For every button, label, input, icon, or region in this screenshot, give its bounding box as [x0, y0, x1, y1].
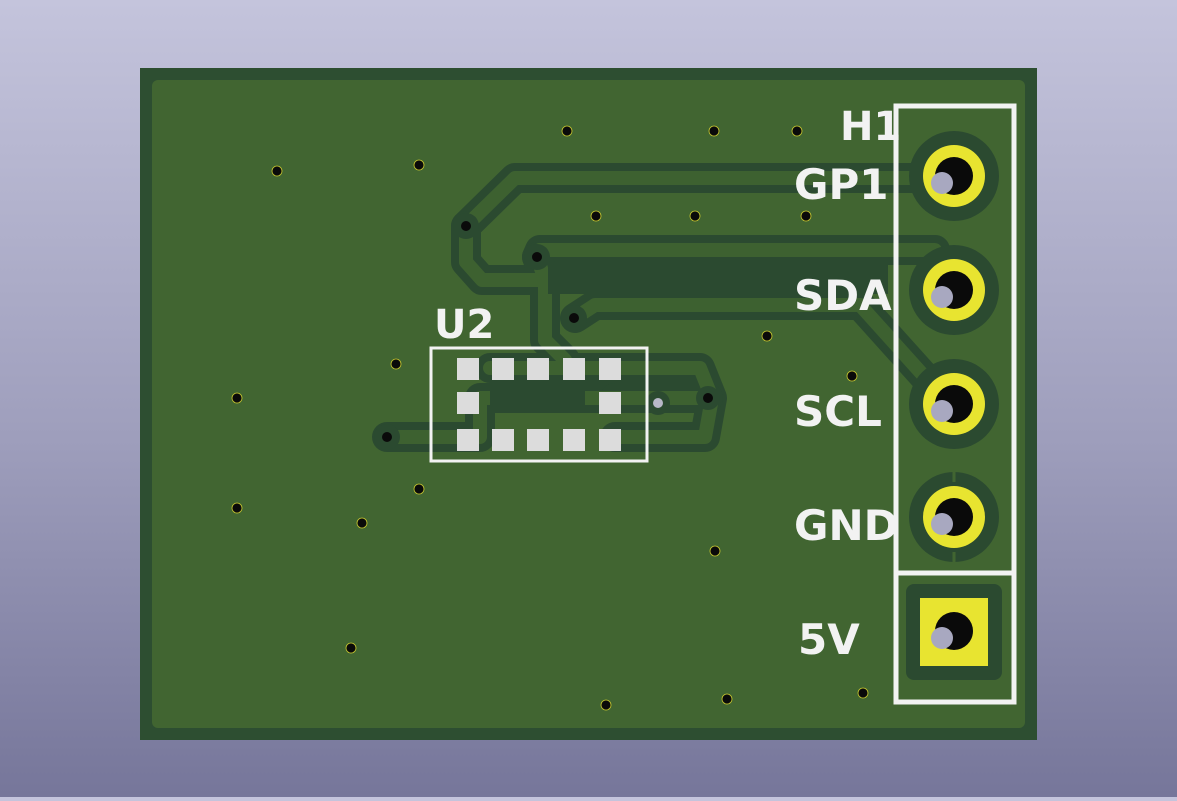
smd-pad	[492, 358, 514, 380]
smd-pad	[563, 429, 585, 451]
stitching-vias	[231, 125, 869, 711]
pin-label-5v: 5V	[798, 615, 860, 664]
pin-label-gp1: GP1	[794, 160, 888, 209]
pin-label-sda: SDA	[794, 271, 892, 320]
smd-pad	[599, 392, 621, 414]
h1-pin-5v[interactable]: 5V	[798, 584, 1002, 680]
smd-pad	[492, 429, 514, 451]
h1-pin-scl[interactable]: SCL	[794, 359, 999, 449]
u2-thermal-area	[490, 391, 585, 409]
smd-pad	[457, 429, 479, 451]
h1-pin-header[interactable]: H1 GP1 SDA SCL	[794, 103, 1017, 705]
smd-pad	[599, 358, 621, 380]
smd-pad	[599, 429, 621, 451]
u2-reference-label: U2	[434, 302, 494, 348]
h1-pin-gp1[interactable]: GP1	[794, 131, 999, 221]
h1-pin-gnd[interactable]: GND	[794, 470, 999, 564]
trace-vias	[374, 213, 720, 450]
h1-pin-sda[interactable]: SDA	[794, 245, 999, 335]
smd-pad	[527, 358, 549, 380]
smd-pad	[527, 429, 549, 451]
pin-label-scl: SCL	[794, 387, 882, 436]
h1-reference-label: H1	[840, 104, 901, 150]
pin-label-gnd: GND	[794, 501, 899, 550]
h1-silk-outline	[893, 103, 1017, 705]
smd-pad	[457, 392, 479, 414]
u2-smd-pads	[457, 358, 621, 451]
smd-pad	[563, 358, 585, 380]
smd-pad	[457, 358, 479, 380]
u2-silk-outline	[429, 346, 649, 463]
u2-ic-footprint[interactable]: U2	[429, 302, 649, 463]
